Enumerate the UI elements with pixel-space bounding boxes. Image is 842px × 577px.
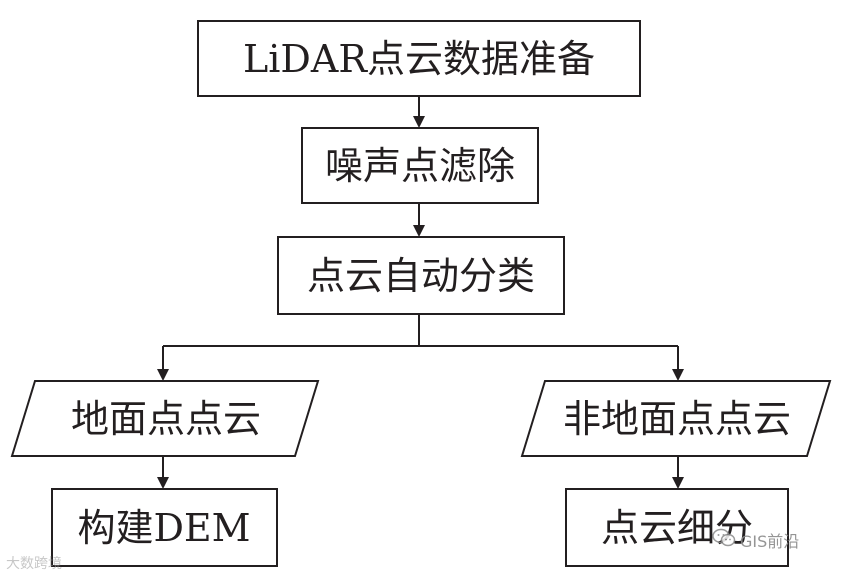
arrowhead-to-ground — [157, 369, 169, 381]
node-build-dem-label: 构建DEM — [77, 506, 250, 550]
arrowhead-to-nonground — [672, 369, 684, 381]
node-auto-classification-label: 点云自动分类 — [307, 254, 535, 298]
node-build-dem: 构建DEM — [51, 488, 278, 567]
node-lidar-data-preparation: LiDAR点云数据准备 — [197, 20, 641, 97]
arrowhead-nonground-to-subdivide — [672, 477, 684, 489]
node-lidar-data-preparation-label: LiDAR点云数据准备 — [243, 37, 595, 81]
node-ground-points: 地面点点云 — [10, 380, 320, 457]
node-ground-points-label: 地面点点云 — [71, 397, 261, 441]
watermark-left: 大数跨境 — [6, 556, 62, 572]
arrowhead-prep-to-denoise — [413, 116, 425, 128]
node-nonground-points: 非地面点点云 — [520, 380, 832, 457]
node-noise-filtering-label: 噪声点滤除 — [325, 144, 515, 188]
node-auto-classification: 点云自动分类 — [277, 236, 565, 315]
node-noise-filtering: 噪声点滤除 — [301, 127, 539, 204]
watermark-right: GIS前沿 — [740, 532, 800, 551]
arrowhead-denoise-to-classify — [413, 225, 425, 237]
node-nonground-points-label: 非地面点点云 — [563, 397, 791, 441]
wechat-icon — [712, 528, 736, 547]
arrowhead-ground-to-dem — [157, 477, 169, 489]
